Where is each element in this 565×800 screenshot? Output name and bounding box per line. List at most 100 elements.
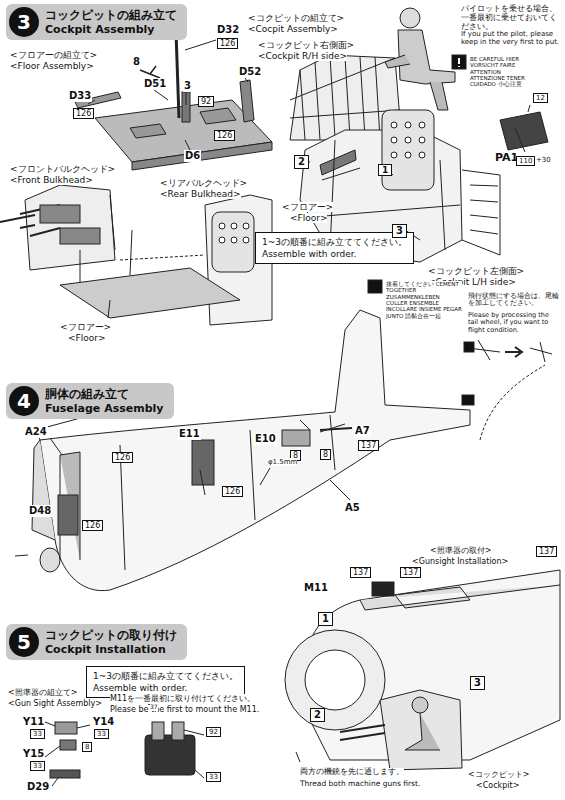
part-number: Y11 [22, 716, 45, 728]
note-label: <リアバルクヘッド> [160, 178, 247, 188]
part-number: Y14 [92, 716, 115, 728]
part-number: Y15 [22, 748, 45, 760]
note-label: <Rear Bulkhead> [160, 189, 241, 199]
paint-number: 126 [214, 130, 235, 141]
part-number: D6 [184, 150, 201, 162]
step-number: 5 [9, 627, 39, 657]
note-label: パイロットを乗せる場合、一番最初に乗せておいてください。 [461, 4, 561, 32]
step-header: 3コックピットの組み立てCockpit Assembly [6, 4, 187, 40]
step-title-text: Cockpit Installation [45, 643, 177, 657]
note-label: <フロアー> [282, 202, 333, 212]
paint-number: 137 [350, 567, 371, 578]
floor-stroke [108, 230, 132, 318]
fuselage-front-stroke [372, 582, 394, 596]
step-header: 4胴体の組み立てFuselage Assembly [6, 383, 174, 419]
step-number: 4 [9, 386, 39, 416]
tail-wheel-inset [462, 340, 552, 440]
note-label: BE CAREFUL HIER VORSICHT FAIRE ATTENTION… [470, 56, 532, 88]
fuselage-half-stroke [32, 440, 55, 540]
step-title-text: コックピットの取り付け [45, 628, 177, 643]
fuselage-parts-stroke [50, 420, 350, 500]
front-bulkhead-stroke [30, 228, 60, 236]
floor-stroke [60, 268, 240, 318]
tail-wheel-inset-stroke [480, 365, 545, 440]
cockpit-assembled-stroke [391, 122, 425, 158]
fuselage-parts-stroke [58, 495, 78, 535]
caution-icon-stroke [452, 55, 466, 69]
paint-number: 8 [82, 742, 92, 752]
cockpit-insert-stroke [340, 725, 385, 740]
pilot-part-pa1 [500, 105, 548, 152]
floor-assembly-stroke [240, 80, 254, 122]
paint-number: 126 [82, 520, 103, 531]
rear-bulkhead-stroke [212, 212, 254, 272]
cockpit-assembled-stroke-stroke [419, 152, 425, 158]
fuselage-front-stroke [300, 570, 560, 760]
note-label: If you put the pilot, please keep in the… [461, 30, 561, 46]
front-bulkhead-stroke [25, 185, 115, 270]
cockpit-assembled-stroke [470, 185, 498, 234]
gun-sight-parts-stroke [152, 722, 164, 740]
note-label: Please by processing the tail wheel, if … [468, 312, 560, 334]
note-label: <Floor Assembly> [10, 61, 94, 71]
floor-assembly-stroke [132, 142, 272, 170]
part-number: 3 [183, 80, 192, 92]
tail-wheel-inset-stroke [462, 395, 474, 405]
fuselage-half-stroke [15, 555, 28, 556]
floor-assembly-stroke [130, 124, 166, 138]
gun-sight-parts-stroke [184, 730, 204, 778]
gun-sight-parts-stroke [50, 770, 80, 778]
floor-assembly-stroke [200, 108, 236, 124]
cockpit-insert-stroke [405, 713, 440, 750]
note-label: +30 [536, 156, 551, 164]
rear-bulkhead-stroke-stroke [219, 223, 225, 229]
note-label: <Cocpit Assembly> [248, 24, 338, 34]
fuselage-half-stroke [120, 415, 335, 570]
note-label: <フロントバルクヘッド> [10, 164, 115, 174]
gun-sight-parts-stroke [45, 722, 90, 786]
step-number: 3 [9, 7, 39, 37]
paint-number: 110 [516, 156, 535, 166]
cockpit-assembled-stroke-stroke [391, 122, 397, 128]
part-number: A5 [344, 502, 361, 514]
cockpit-assembled-stroke-stroke [391, 152, 397, 158]
note-label: 37 [150, 704, 158, 711]
paint-number: 126 [222, 486, 243, 497]
paint-number: 92 [198, 96, 214, 107]
part-number: E11 [178, 428, 201, 440]
pilot-part-pa1-stroke [515, 105, 530, 152]
note-text: 1~3の順番に組み立ててください。 [93, 670, 238, 682]
note-label: <Front Bulkhead> [10, 175, 93, 185]
floor-assembly-stroke [176, 32, 179, 118]
rear-bulkhead-stroke [219, 223, 249, 243]
note-label: 両方の機銃を先に通します。 [300, 768, 404, 777]
cockpit-insert-stroke [412, 697, 428, 713]
note-label: <フロアーの組立て> [10, 50, 97, 60]
note-label: M11を一番最初に取り付けてください。 [110, 694, 255, 703]
floor-assembly-stroke [88, 40, 248, 150]
note-label: φ1.5mm [268, 458, 297, 466]
part-number: D48 [28, 505, 52, 517]
part-number: D33 [68, 90, 92, 102]
paint-number: 126 [112, 452, 133, 463]
note-label: <Gun Sight Assembly> [8, 699, 102, 708]
order-number: 3 [470, 676, 485, 690]
cockpit-assembled-stroke [296, 160, 420, 240]
paint-number: 33 [30, 761, 45, 771]
paint-number: 92 [206, 727, 221, 737]
fuselage-front [285, 570, 560, 760]
note-text: Assemble with order. [93, 682, 238, 694]
order-number: 2 [310, 708, 325, 722]
floor-stroke [120, 255, 205, 260]
front-bulkhead-stroke [80, 195, 115, 290]
note-label: <照準器の取付> [430, 546, 491, 555]
order-number: 1 [378, 164, 392, 176]
note-label: <Gunsight Installation> [412, 557, 508, 566]
part-number: D52 [238, 66, 262, 78]
note-label: <Floor> [290, 213, 327, 223]
pilot-figure-stroke [385, 55, 448, 110]
fuselage-parts [50, 420, 352, 535]
note-label: <コックピット左側面> [428, 266, 524, 276]
step-title-text: Fuselage Assembly [45, 402, 164, 416]
